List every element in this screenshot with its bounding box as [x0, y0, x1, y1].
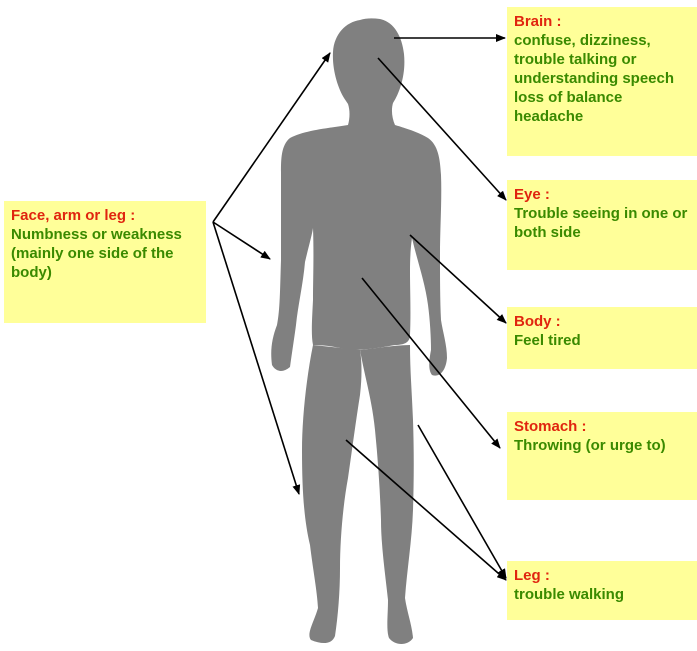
eye-label-box: Eye : Trouble seeing in one or both side	[507, 180, 697, 270]
arrow-to-arm	[213, 222, 270, 259]
face-arm-leg-label-box: Face, arm or leg : Numbness or weakness …	[4, 201, 206, 323]
leg-label-box: Leg : trouble walking	[507, 561, 697, 620]
body-title: Body :	[514, 312, 691, 331]
leg-symptoms: trouble walking	[514, 585, 691, 604]
stomach-symptoms: Throwing (or urge to)	[514, 436, 691, 455]
arrow-to-leg-1	[418, 425, 506, 578]
stomach-label-box: Stomach : Throwing (or urge to)	[507, 412, 697, 500]
eye-symptoms: Trouble seeing in one or both side	[514, 204, 691, 242]
stomach-title: Stomach :	[514, 417, 691, 436]
head-shape	[333, 18, 404, 125]
right-leg-shape	[360, 345, 414, 644]
body-label-box: Body : Feel tired	[507, 307, 697, 369]
brain-label-box: Brain : confuse, dizziness, trouble talk…	[507, 7, 697, 156]
torso-shape	[271, 125, 447, 376]
face-arm-leg-symptoms: Numbness or weakness (mainly one side of…	[11, 225, 200, 282]
face-arm-leg-title: Face, arm or leg :	[11, 206, 200, 225]
eye-title: Eye :	[514, 185, 691, 204]
leg-title: Leg :	[514, 566, 691, 585]
brain-title: Brain :	[514, 12, 691, 31]
brain-symptoms: confuse, dizziness, trouble talking or u…	[514, 31, 691, 126]
arrow-to-leg-2	[346, 440, 506, 580]
left-leg-shape	[302, 345, 362, 643]
body-symptoms: Feel tired	[514, 331, 691, 350]
human-silhouette	[271, 18, 447, 644]
